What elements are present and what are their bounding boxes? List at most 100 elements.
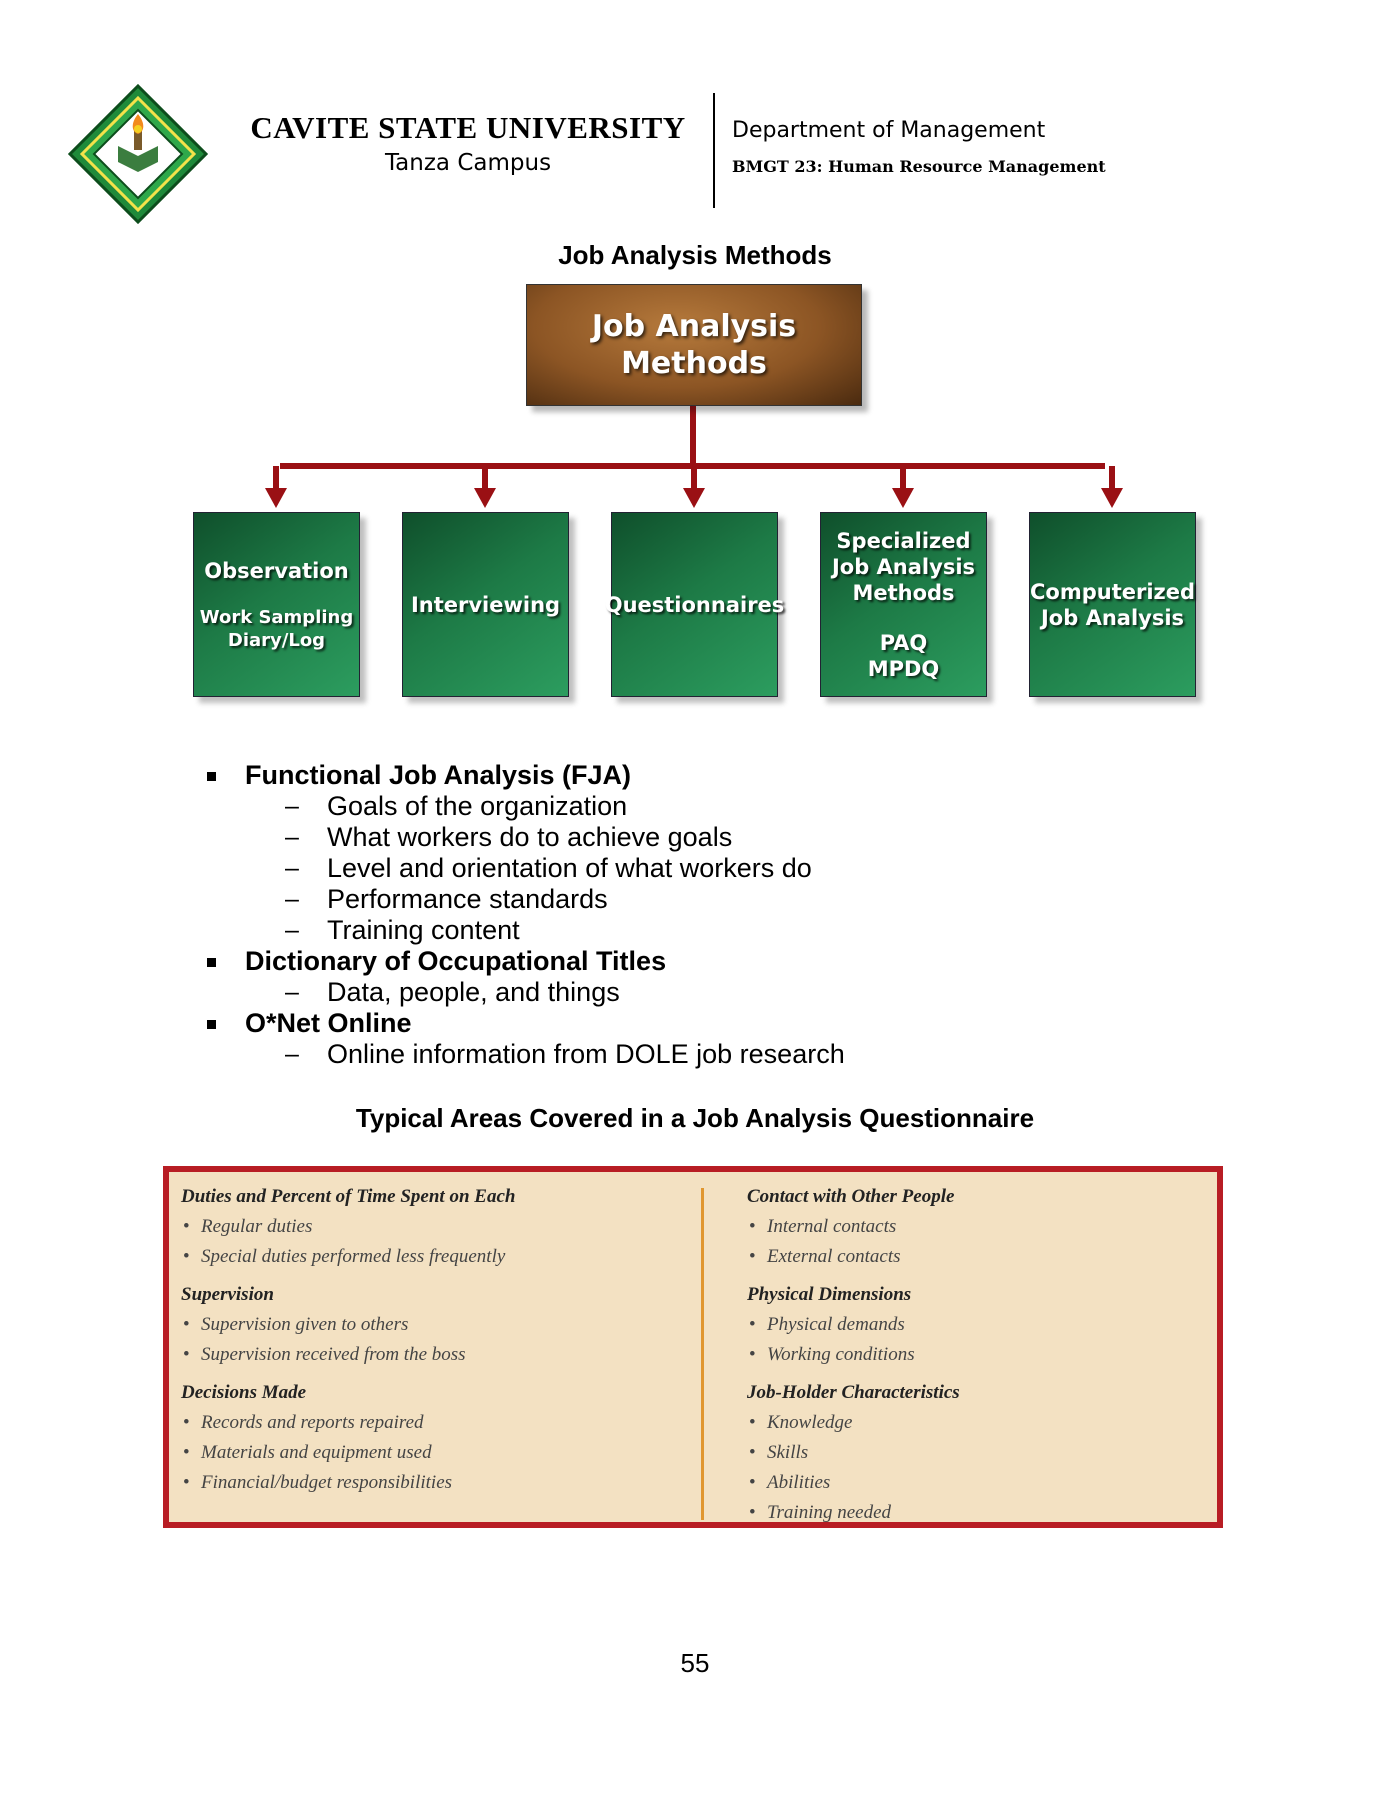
- dash-bullet-icon: –: [285, 885, 299, 913]
- method-label: Questionnaires: [604, 592, 785, 617]
- dash-bullet-icon: –: [285, 792, 299, 820]
- questionnaire-item: •External contacts: [747, 1242, 960, 1272]
- questionnaire-item: • Internal contacts: [747, 1212, 960, 1242]
- bullet-dot-icon: •: [749, 1502, 756, 1523]
- dash-bullet-icon: –: [285, 854, 299, 882]
- arrow-head-icon: [1101, 488, 1123, 508]
- questionnaire-item-text: External contacts: [767, 1246, 901, 1267]
- bullet-item: O*Net Online: [205, 1008, 1205, 1039]
- questionnaire-heading: Decisions Made: [181, 1382, 307, 1403]
- bullet-dot-icon: •: [183, 1344, 190, 1365]
- questionnaire-item: •Regular duties: [181, 1212, 515, 1242]
- course-title: BMGT 23: Human Resource Management: [732, 157, 1106, 176]
- diagram-connectors: [265, 404, 1123, 508]
- section-title-methods: Job Analysis Methods: [558, 240, 832, 270]
- method-box-3: Questionnaires: [605, 512, 784, 697]
- questionnaire-item: •Supervision given to others: [181, 1310, 515, 1340]
- sub-bullet-text: What workers do to achieve goals: [327, 822, 733, 852]
- bullet-dot-icon: •: [183, 1314, 190, 1335]
- questionnaire-heading: Contact with Other People: [747, 1186, 955, 1207]
- section-title-questionnaire: Typical Areas Covered in a Job Analysis …: [355, 1103, 1035, 1133]
- method-box-2: Interviewing: [402, 512, 569, 697]
- sub-bullet-item: –Online information from DOLE job resear…: [205, 1039, 1205, 1070]
- sub-bullet-item: –What workers do to achieve goals: [205, 822, 1205, 853]
- method-label: Computerized Job Analysis: [1029, 579, 1196, 630]
- method-label: Interviewing: [410, 592, 561, 617]
- bullet-dot-icon: •: [183, 1216, 190, 1237]
- bullet-dot-icon: •: [749, 1412, 756, 1433]
- dash-bullet-icon: –: [285, 823, 299, 851]
- questionnaire-item-text: Supervision received from the boss: [201, 1344, 466, 1365]
- questionnaire-item-text: Training needed: [767, 1502, 892, 1523]
- bullet-dot-icon: •: [749, 1472, 756, 1493]
- questionnaire-item: • Financial/budget responsibilities: [181, 1468, 515, 1498]
- questionnaire-item-text: Financial/budget responsibilities: [201, 1472, 453, 1493]
- questionnaire-item: • Skills: [747, 1438, 960, 1468]
- questionnaire-item-text: Internal contacts: [767, 1216, 897, 1237]
- sub-bullet-text: Data, people, and things: [327, 977, 620, 1007]
- department-name: Department of Management: [732, 118, 1046, 143]
- method-sublabel: Work Sampling Diary/Log: [199, 606, 354, 651]
- questionnaire-item-text: Special duties performed less frequently: [201, 1246, 506, 1267]
- questionnaire-item-text: Abilities: [767, 1472, 831, 1493]
- bullet-dot-icon: •: [183, 1442, 190, 1463]
- sub-bullet-item: –Level and orientation of what workers d…: [205, 853, 1205, 884]
- questionnaire-item: • Materials and equipment used: [181, 1438, 515, 1468]
- sub-bullet-item: –Performance standards: [205, 884, 1205, 915]
- methods-bullet-list: Functional Job Analysis (FJA)–Goals of t…: [205, 760, 1205, 1070]
- questionnaire-item: • Special duties performed less frequentl…: [181, 1242, 515, 1272]
- questionnaire-item-text: Skills: [767, 1442, 809, 1463]
- sub-bullet-item: –Data, people, and things: [205, 977, 1205, 1008]
- dash-bullet-icon: –: [285, 916, 299, 944]
- method-sublabel: PAQ MPDQ: [867, 630, 940, 681]
- arrow-head-icon: [892, 488, 914, 508]
- square-bullet-icon: [207, 958, 216, 967]
- header-divider: [713, 93, 715, 208]
- questionnaire-item: • Abilities: [747, 1468, 960, 1498]
- questionnaire-item: •Working conditions: [747, 1340, 960, 1370]
- arrow-head-icon: [474, 488, 496, 508]
- sub-bullet-text: Level and orientation of what workers do: [327, 853, 812, 883]
- questionnaire-item-text: Physical demands: [767, 1314, 905, 1335]
- questionnaire-areas-table: Duties and Percent of Time Spent on Each…: [163, 1166, 1223, 1528]
- sub-bullet-text: Performance standards: [327, 884, 608, 914]
- questionnaire-item: • Records and reports repaired: [181, 1408, 515, 1438]
- bullet-title: O*Net Online: [245, 1008, 412, 1038]
- bullet-dot-icon: •: [183, 1412, 190, 1433]
- square-bullet-icon: [207, 772, 216, 781]
- method-box-5: Computerized Job Analysis: [1029, 512, 1196, 697]
- questionnaire-item-text: Records and reports repaired: [201, 1412, 424, 1433]
- bullet-item: Functional Job Analysis (FJA): [205, 760, 1205, 791]
- questionnaire-item-text: Knowledge: [767, 1412, 853, 1433]
- questionnaire-item: •Physical demands: [747, 1310, 960, 1340]
- sub-bullet-text: Goals of the organization: [327, 791, 628, 821]
- bullet-title: Functional Job Analysis (FJA): [245, 760, 632, 790]
- sub-bullet-item: –Training content: [205, 915, 1205, 946]
- bullet-dot-icon: •: [749, 1216, 756, 1237]
- university-name: CAVITE STATE UNIVERSITY: [250, 110, 686, 145]
- sub-bullet-text: Training content: [327, 915, 520, 945]
- page-number: 55: [680, 1648, 710, 1678]
- questionnaire-right-column: Contact with Other People • Internal conta…: [747, 1182, 960, 1528]
- arrow-head-icon: [683, 488, 705, 508]
- sub-bullet-text: Online information from DOLE job researc…: [327, 1039, 845, 1069]
- bullet-dot-icon: •: [183, 1246, 190, 1267]
- method-label: Observation: [204, 558, 349, 583]
- university-seal-logo: [68, 84, 208, 224]
- bullet-dot-icon: •: [749, 1344, 756, 1365]
- questionnaire-left-column: Duties and Percent of Time Spent on Each…: [181, 1182, 515, 1498]
- questionnaire-item: • Knowledge: [747, 1408, 960, 1438]
- bullet-title: Dictionary of Occupational Titles: [245, 946, 667, 976]
- method-label: Specialized Job Analysis Methods: [831, 528, 976, 605]
- column-divider: [701, 1188, 704, 1520]
- bullet-item: Dictionary of Occupational Titles: [205, 946, 1205, 977]
- dash-bullet-icon: –: [285, 1040, 299, 1068]
- bullet-dot-icon: •: [749, 1442, 756, 1463]
- questionnaire-item-text: Materials and equipment used: [201, 1442, 432, 1463]
- questionnaire-heading: Physical Dimensions: [747, 1284, 912, 1305]
- questionnaire-heading: Job-Holder Characteristics: [747, 1382, 960, 1403]
- bullet-dot-icon: •: [183, 1472, 190, 1493]
- dash-bullet-icon: –: [285, 978, 299, 1006]
